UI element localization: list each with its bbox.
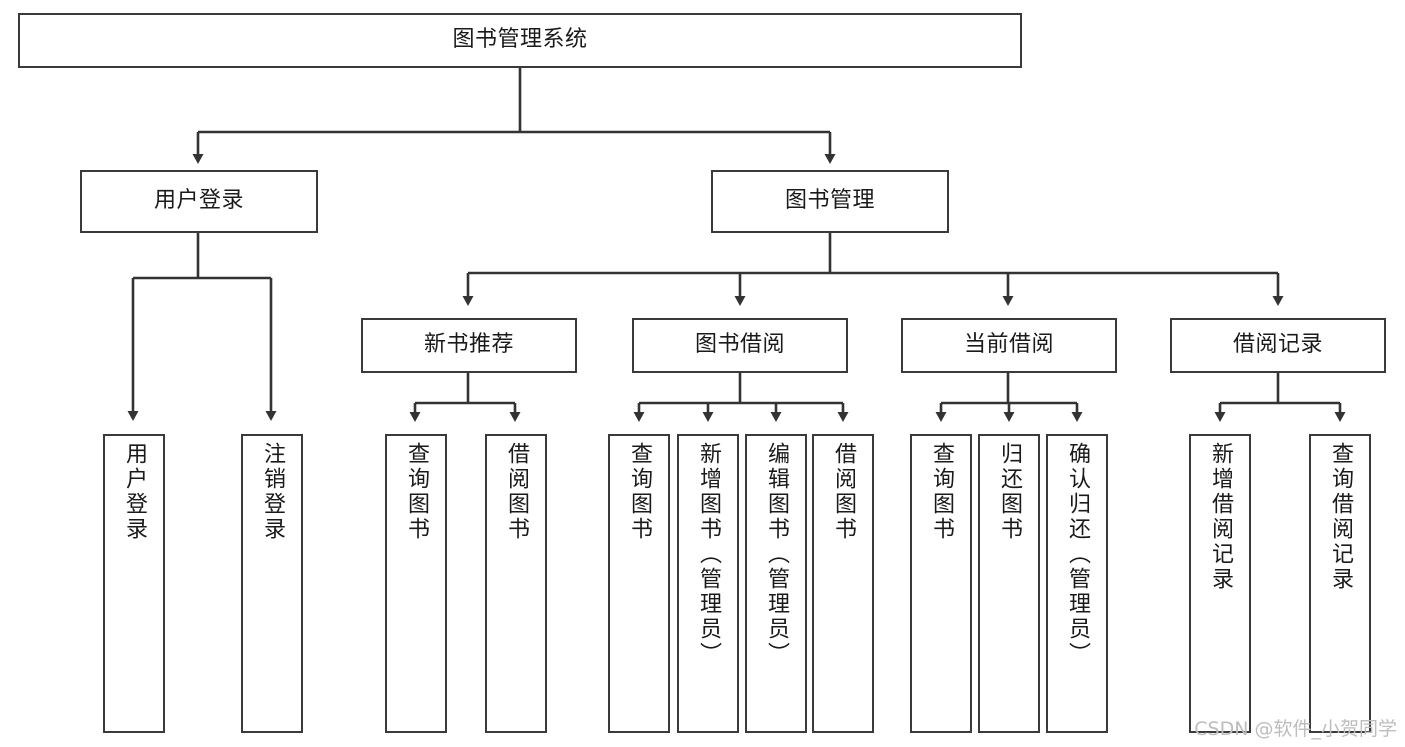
node-leaf-newbook-borrow[interactable]: 借阅图书 [485,434,547,733]
node-leaf-records-query-label: 查询借阅记录 [1328,442,1353,592]
node-leaf-borrow-book[interactable]: 借阅图书 [812,434,874,733]
node-new-book-recommend-label: 新书推荐 [423,332,514,358]
node-leaf-logout-label: 注销登录 [260,442,285,542]
node-book-borrow-label: 图书借阅 [694,332,785,358]
node-book-borrow[interactable]: 图书借阅 [632,318,848,373]
node-leaf-logout[interactable]: 注销登录 [241,434,303,733]
node-leaf-records-query[interactable]: 查询借阅记录 [1309,434,1371,733]
node-leaf-current-query[interactable]: 查询图书 [910,434,972,733]
node-user-login-label: 用户登录 [153,188,244,214]
node-user-login[interactable]: 用户登录 [80,170,318,233]
node-leaf-current-return[interactable]: 归还图书 [978,434,1040,733]
node-current-borrow[interactable]: 当前借阅 [901,318,1117,373]
node-leaf-records-add-label: 新增借阅记录 [1208,442,1233,592]
node-root[interactable]: 图书管理系统 [18,13,1022,68]
node-leaf-borrow-edit-book-label: 编辑图书（管理员） [764,442,789,667]
node-leaf-current-return-label: 归还图书 [997,442,1022,542]
node-borrow-records-label: 借阅记录 [1232,332,1323,358]
node-leaf-borrow-book-label: 借阅图书 [831,442,856,542]
watermark: CSDN @软件_小贺同学 [1194,718,1397,740]
node-leaf-current-query-label: 查询图书 [929,442,954,542]
node-leaf-current-confirm-return[interactable]: 确认归还（管理员） [1046,434,1108,733]
node-book-management-label: 图书管理 [784,188,875,214]
node-leaf-borrow-query-label: 查询图书 [627,442,652,542]
node-leaf-newbook-borrow-label: 借阅图书 [504,442,529,542]
node-leaf-current-confirm-return-label: 确认归还（管理员） [1065,442,1090,667]
node-root-label: 图书管理系统 [452,27,588,53]
node-leaf-borrow-edit-book[interactable]: 编辑图书（管理员） [745,434,807,733]
node-leaf-borrow-add-book-label: 新增图书（管理员） [696,442,721,667]
node-new-book-recommend[interactable]: 新书推荐 [361,318,577,373]
node-leaf-newbook-query[interactable]: 查询图书 [385,434,447,733]
node-borrow-records[interactable]: 借阅记录 [1170,318,1386,373]
node-leaf-borrow-add-book[interactable]: 新增图书（管理员） [677,434,739,733]
node-leaf-borrow-query[interactable]: 查询图书 [608,434,670,733]
node-leaf-records-add[interactable]: 新增借阅记录 [1189,434,1251,733]
node-current-borrow-label: 当前借阅 [963,332,1054,358]
node-leaf-user-login-label: 用户登录 [122,442,147,542]
node-leaf-user-login[interactable]: 用户登录 [103,434,165,733]
node-leaf-newbook-query-label: 查询图书 [404,442,429,542]
node-book-management[interactable]: 图书管理 [711,170,949,233]
